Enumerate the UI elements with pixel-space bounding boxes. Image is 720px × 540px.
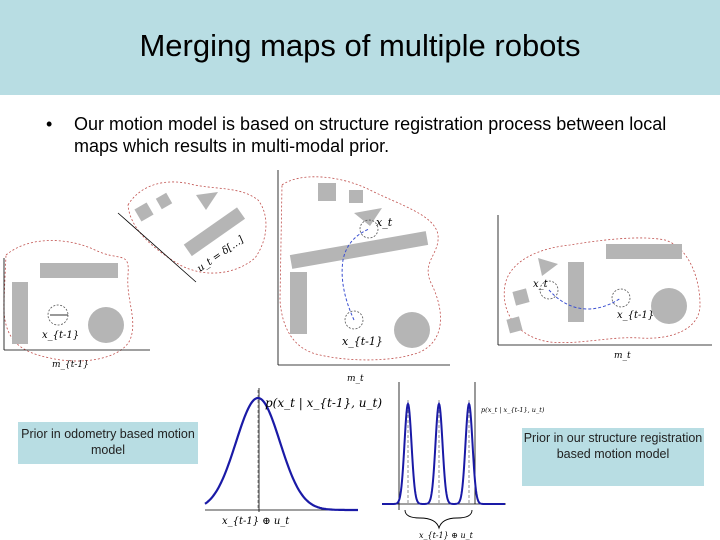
multimodal-pdf-label: p(x_t | x_{t-1}, u_t) [481, 406, 545, 414]
multimodal-curve [382, 401, 505, 505]
map-left-pose-label: x_{t-1} [42, 330, 79, 341]
bullet-text: Our motion model is based on structure r… [74, 114, 667, 156]
map-center-bottom-label: x_{t-1} [342, 335, 383, 348]
map-center: x_t x_{t-1} m_t [277, 170, 450, 384]
map-right-axis-label: m_t [614, 351, 631, 361]
multimodal-axis-label: x_{t-1} ⊕ u_t [419, 531, 474, 540]
unimodal-pdf-label: p(x_t | x_{t-1}, u_t) [265, 396, 382, 410]
bullet-marker: • [46, 114, 53, 134]
map-center-top-label: x_t [376, 216, 393, 229]
slide-title: Merging maps of multiple robots [139, 28, 581, 63]
caption-odometry-prior: Prior in odometry based motion model [18, 422, 198, 464]
map-left-axis-label: m_{t-1} [52, 360, 89, 370]
map-rotated: u_t = δ[…] [117, 181, 267, 283]
map-right-left-label: x_t [533, 279, 549, 290]
map-right: x_t x_{t-1} m_t [497, 215, 712, 361]
map-center-axis-label: m_t [347, 374, 364, 384]
map-left: x_{t-1} m_{t-1} [3, 240, 150, 370]
caption-structure-prior: Prior in our structure registration base… [522, 428, 704, 486]
unimodal-pdf: p(x_t | x_{t-1}, u_t) x_{t-1} ⊕ u_t [204, 388, 382, 527]
unimodal-curve [204, 396, 358, 512]
multimodal-pdf: p(x_t | x_{t-1}, u_t) x_{t-1} ⊕ u_t [382, 382, 545, 540]
unimodal-axis-label: x_{t-1} ⊕ u_t [222, 516, 290, 527]
brace-icon [404, 509, 473, 530]
title-bar [0, 0, 720, 95]
map-right-right-label: x_{t-1} [617, 310, 654, 321]
